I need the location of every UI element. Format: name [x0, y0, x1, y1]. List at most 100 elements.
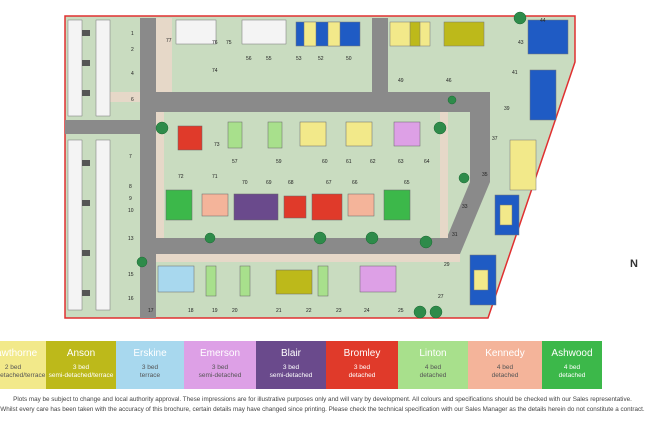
legend-type: semi-detached/terrace	[0, 372, 46, 379]
svg-text:49: 49	[398, 78, 404, 84]
svg-text:57: 57	[232, 159, 238, 165]
svg-text:62: 62	[370, 159, 376, 165]
legend-type: detached	[491, 372, 519, 379]
svg-text:56: 56	[246, 56, 252, 62]
legend-beds: 3 bed	[282, 364, 300, 371]
svg-text:39: 39	[504, 106, 510, 112]
svg-text:9: 9	[129, 196, 132, 202]
east-houses	[469, 19, 569, 306]
footpaths	[100, 18, 460, 262]
legend-type: semi-detached/terrace	[48, 372, 114, 379]
disclaimer-line-2: Whilst every care has been taken with th…	[0, 406, 645, 413]
house-type-legend: Hawthorne2 bedsemi-detached/terraceAnson…	[0, 341, 645, 389]
legend-beds: 4 bed	[424, 364, 442, 371]
svg-text:10: 10	[128, 208, 134, 214]
svg-text:61: 61	[346, 159, 352, 165]
svg-text:66: 66	[352, 180, 358, 186]
svg-text:73: 73	[214, 142, 220, 148]
svg-text:29: 29	[444, 262, 450, 268]
svg-text:60: 60	[322, 159, 328, 165]
svg-text:25: 25	[398, 308, 404, 314]
svg-text:71: 71	[212, 174, 218, 180]
svg-text:64: 64	[424, 159, 430, 165]
svg-text:50: 50	[346, 56, 352, 62]
svg-text:23: 23	[336, 308, 342, 314]
svg-text:21: 21	[276, 308, 282, 314]
legend-type: semi-detached	[269, 372, 313, 379]
svg-text:4: 4	[131, 71, 134, 77]
legend-type: detached	[558, 372, 586, 379]
central-houses	[165, 121, 421, 221]
svg-text:63: 63	[398, 159, 404, 165]
disclaimer-line-1: Plots may be subject to change and local…	[13, 396, 632, 403]
svg-text:44: 44	[540, 18, 546, 24]
svg-text:59: 59	[276, 159, 282, 165]
svg-text:70: 70	[242, 180, 248, 186]
legend-name: Blair	[280, 348, 301, 359]
road-network	[65, 18, 490, 318]
south-houses	[157, 265, 397, 297]
legend-type: semi-detached	[198, 372, 242, 379]
svg-text:52: 52	[318, 56, 324, 62]
legend-beds: 3 bed	[353, 364, 371, 371]
legend-name: Erskine	[133, 348, 167, 359]
svg-text:22: 22	[306, 308, 312, 314]
svg-text:37: 37	[492, 136, 498, 142]
svg-text:43: 43	[518, 40, 524, 46]
legend-name: Bromley	[343, 348, 381, 359]
legend-name: Anson	[66, 348, 96, 359]
svg-text:46: 46	[446, 78, 452, 84]
svg-text:53: 53	[296, 56, 302, 62]
legend-beds: 3 bed	[211, 364, 229, 371]
svg-text:55: 55	[266, 56, 272, 62]
svg-text:74: 74	[212, 68, 218, 74]
svg-text:16: 16	[128, 296, 134, 302]
svg-text:19: 19	[212, 308, 218, 314]
svg-text:76: 76	[212, 40, 218, 46]
legend-name: Kennedy	[485, 348, 525, 359]
svg-text:20: 20	[232, 308, 238, 314]
legend-type: detached	[419, 372, 447, 379]
svg-text:2: 2	[131, 47, 134, 53]
svg-text:67: 67	[326, 180, 332, 186]
legend-name: Emerson	[199, 348, 240, 359]
legend-name: Hawthorne	[0, 348, 38, 359]
svg-text:35: 35	[482, 172, 488, 178]
svg-text:33: 33	[462, 204, 468, 210]
svg-text:1: 1	[131, 31, 134, 37]
legend-name: Linton	[419, 348, 447, 359]
svg-text:18: 18	[188, 308, 194, 314]
north-houses	[175, 19, 485, 47]
svg-text:15: 15	[128, 272, 134, 278]
svg-text:72: 72	[178, 174, 184, 180]
svg-text:24: 24	[364, 308, 370, 314]
west-terrace	[67, 19, 111, 311]
legend-beds: 4 bed	[563, 364, 581, 371]
legend-beds: 3 bed	[141, 364, 159, 371]
legend-beds: 2 bed	[4, 364, 22, 371]
svg-text:65: 65	[404, 180, 410, 186]
svg-text:75: 75	[226, 40, 232, 46]
legend-name: Ashwood	[551, 348, 593, 359]
svg-text:6: 6	[131, 97, 134, 103]
svg-text:17: 17	[148, 308, 154, 314]
svg-text:13: 13	[128, 236, 134, 242]
legend-type: terrace	[139, 372, 161, 379]
legend-type: detached	[348, 372, 376, 379]
svg-text:68: 68	[288, 180, 294, 186]
svg-text:69: 69	[266, 180, 272, 186]
north-indicator: N	[630, 258, 638, 270]
svg-text:7: 7	[129, 154, 132, 160]
legend-beds: 3 bed	[72, 364, 90, 371]
svg-text:41: 41	[512, 70, 518, 76]
